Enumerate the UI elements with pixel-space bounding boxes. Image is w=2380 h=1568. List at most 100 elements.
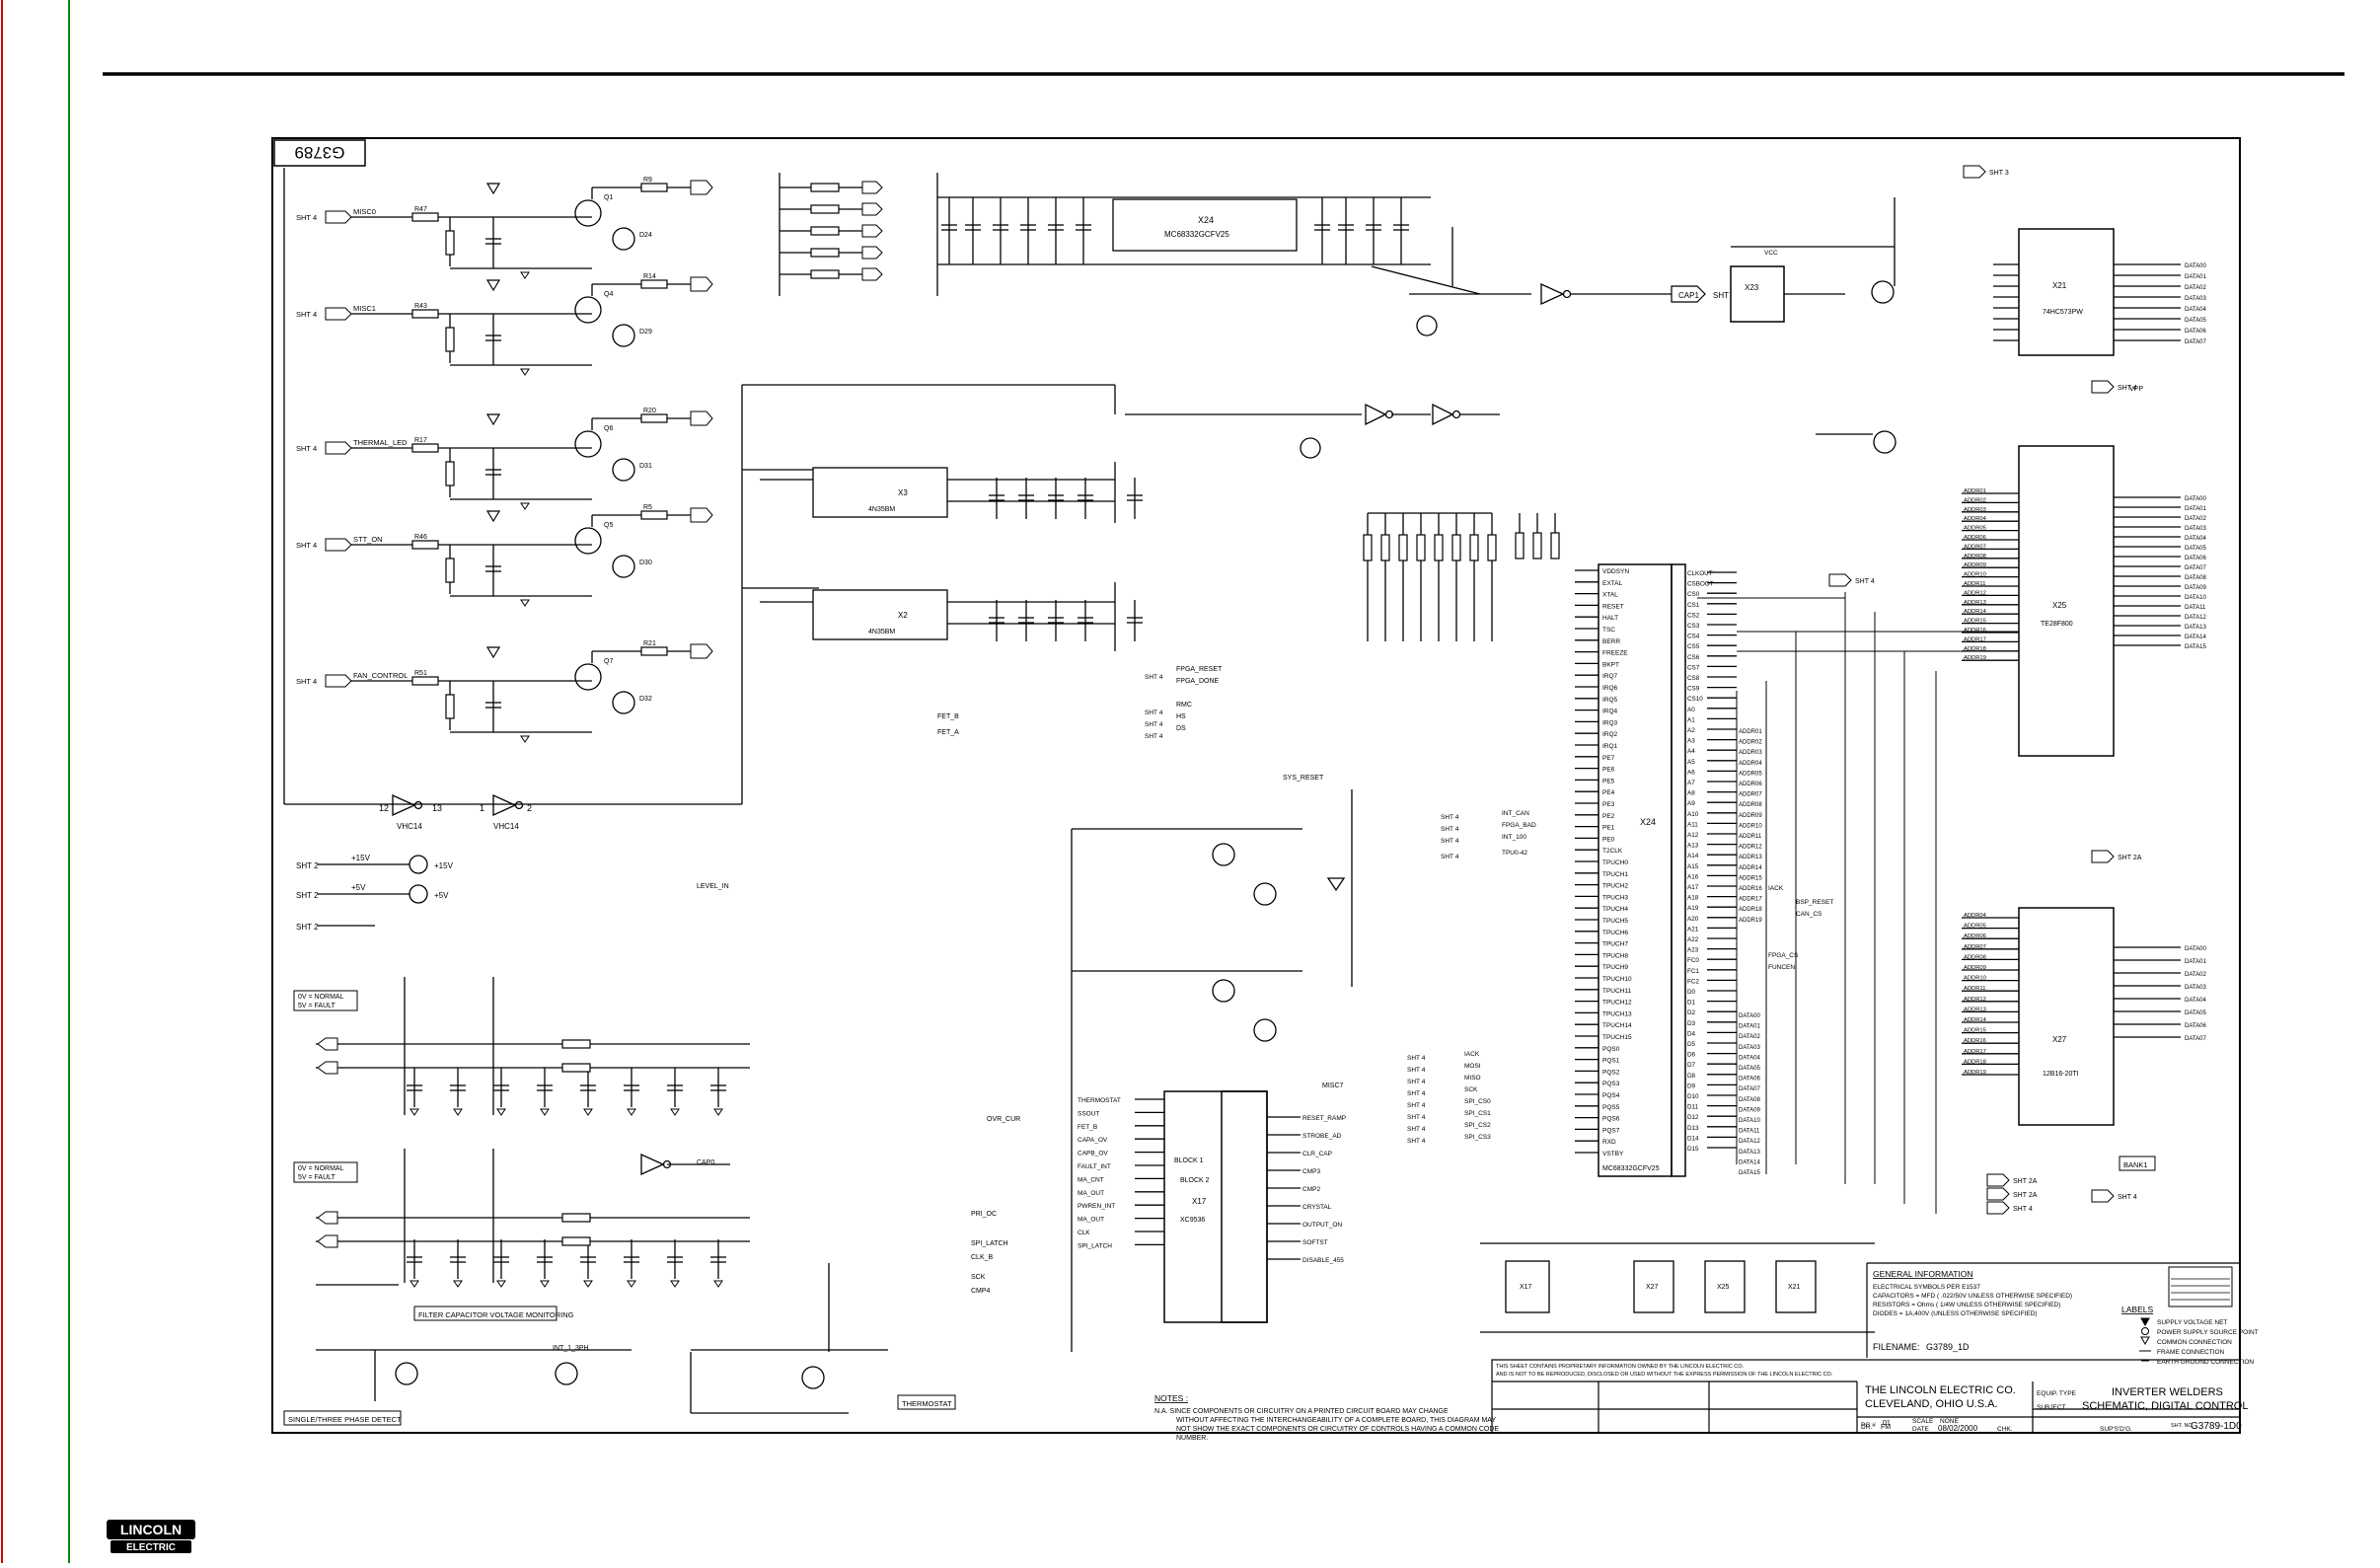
x21-data-label: DATA02 xyxy=(2185,285,2206,291)
led-icon xyxy=(612,324,635,347)
dr-label: DR. xyxy=(1861,1424,1872,1431)
x25-data-label: DATA15 xyxy=(2185,644,2206,650)
cpu-pin-label: A11 xyxy=(1687,821,1698,828)
filter-capacitors xyxy=(317,1037,726,1288)
diode-icon xyxy=(485,510,501,523)
common-icon xyxy=(520,735,530,743)
inverter-part-label: VHC14 xyxy=(397,822,422,831)
cpu-pin-label: A13 xyxy=(1687,843,1699,850)
cpu-pin-label: A4 xyxy=(1687,748,1695,755)
x27-address-label: ADDR08 xyxy=(1964,954,1986,960)
cpu-pin-label: A0 xyxy=(1687,707,1695,713)
resistor xyxy=(1380,534,1390,561)
legend-item-3: COMMON CONNECTION xyxy=(2157,1339,2232,1346)
resistor xyxy=(445,461,455,486)
x25-address-label: ADDR02 xyxy=(1964,497,1986,503)
data-net-label: DATA05 xyxy=(1739,1066,1760,1072)
address-net-label: ADDR19 xyxy=(1739,918,1762,924)
sht-flag xyxy=(2091,1189,2115,1203)
x27-address-label: ADDR05 xyxy=(1964,924,1986,930)
supsd-label: SUP'S'D'G. xyxy=(2100,1426,2132,1433)
labels-legend: LABELS SUPPLY VOLTAGE NET POWER SUPPLY S… xyxy=(2121,1266,2259,1366)
cpu-pin-label: CSBOOT xyxy=(1687,581,1714,588)
resistor-ref: R20 xyxy=(643,408,656,414)
x17-net-label: PWREN_INT xyxy=(1078,1203,1115,1210)
diode-icon xyxy=(485,279,501,292)
resistor-ref: R14 xyxy=(643,273,656,280)
transistor-ref: Q1 xyxy=(604,194,613,201)
transistor-icon xyxy=(574,527,602,555)
x17-net-label: CLK xyxy=(1078,1230,1090,1236)
net-flags: FPGA_RESETFPGA_DONERMCHSDSSYS_RESETFET_B… xyxy=(553,165,2143,1352)
svg-text:1: 1 xyxy=(480,803,484,813)
cpu-pin-label: BERR xyxy=(1602,638,1620,645)
sht-ref-label: SHT 4 xyxy=(1407,1114,1426,1121)
cpu-pin-label: CS6 xyxy=(1687,654,1700,661)
x21-data-label: DATA00 xyxy=(2185,263,2206,269)
cpu-pin-label: A17 xyxy=(1687,884,1699,891)
transistor-icon xyxy=(574,296,602,324)
chip-x2: X2 xyxy=(898,611,908,620)
cap1-circuit xyxy=(1409,227,1672,336)
cpu-pin-label: A22 xyxy=(1687,936,1699,943)
cpu-pin-labels: VDDSYNEXTALXTALRESETHALTTSCBERRFREEZEBKP… xyxy=(1575,568,1762,1176)
general-info-line-3: RESISTORS = Ohms ( 1/4W UNLESS OTHERWISE… xyxy=(1873,1302,2060,1308)
net-label: FPGA_DONE xyxy=(1176,678,1220,685)
led-icon xyxy=(612,555,635,578)
data-net-label: DATA01 xyxy=(1739,1024,1760,1030)
state-box-1: 0V = NORMAL 5V = FAULT xyxy=(293,990,358,1011)
cpu-pin-label: D7 xyxy=(1687,1062,1696,1069)
sht-ref-label: SHT 4 xyxy=(1407,1055,1426,1062)
thermostat-box-label: THERMOSTAT xyxy=(902,1399,952,1408)
notes-line-1: N.A. SINCE COMPONENTS OR CIRCUITRY ON A … xyxy=(1154,1408,1449,1415)
decoupling-row xyxy=(937,196,1481,295)
sht-ref-label: SHT 4 xyxy=(1407,1067,1426,1074)
address-net-label: ADDR16 xyxy=(1739,886,1762,892)
cpu-pin-label: TPUCH3 xyxy=(1602,894,1628,901)
phase-box-label: SINGLE/THREE PHASE DETECT xyxy=(288,1415,402,1424)
common-icon xyxy=(496,1108,506,1116)
cpu-pin-label: HALT xyxy=(1602,615,1618,622)
x25-address-label: ADDR06 xyxy=(1964,535,1986,541)
connector-flag xyxy=(317,1211,338,1225)
x27-data-label: DATA01 xyxy=(2185,959,2206,965)
channel-signal-label: STT_ON xyxy=(353,535,383,544)
net-label: HS xyxy=(1176,713,1186,720)
ic-row-x17: X17 xyxy=(1520,1284,1532,1291)
net-label: SYS_RESET xyxy=(1283,775,1324,782)
labels-heading: LABELS xyxy=(2121,1305,2153,1314)
resistor xyxy=(1515,532,1525,560)
address-net-label: ADDR13 xyxy=(1739,855,1762,860)
net-label: DS xyxy=(1176,725,1186,732)
pullup-resistors xyxy=(780,181,883,281)
resistor xyxy=(1532,532,1542,560)
x25-address-label: ADDR10 xyxy=(1964,572,1986,578)
data-net-label: DATA06 xyxy=(1739,1077,1760,1083)
cpu-output-net-label: BSP_RESET xyxy=(1796,899,1833,906)
address-net-label: ADDR10 xyxy=(1739,823,1762,829)
connector-flag xyxy=(861,224,883,238)
cpu-pin-label: CS8 xyxy=(1687,675,1700,682)
sht-ref-label: SHT 4 xyxy=(1441,838,1459,845)
legend-item-4: FRAME CONNECTION xyxy=(2157,1349,2225,1356)
channel-signal-label: THERMAL_LED xyxy=(353,438,408,447)
transistor-ref: Q5 xyxy=(604,522,613,529)
drawing-tag-text: G3789 xyxy=(294,143,344,162)
x21-data-label: DATA03 xyxy=(2185,296,2206,302)
resistor xyxy=(810,226,840,236)
resistor xyxy=(640,183,668,192)
scale-value: NONE xyxy=(1940,1418,1959,1425)
ic-power-row xyxy=(1480,1242,1875,1333)
x21-pins: DATA00DATA01DATA02DATA03DATA04DATA05DATA… xyxy=(1993,263,2206,345)
chip-x21-body xyxy=(2018,228,2115,356)
resistor xyxy=(640,413,668,423)
inverter-row xyxy=(392,793,524,817)
cpu-pin-label: CS3 xyxy=(1687,623,1700,630)
x25-address-label: ADDR19 xyxy=(1964,655,1986,661)
cpu-pin-label: A14 xyxy=(1687,853,1699,859)
cpu-pin-label: D1 xyxy=(1687,1000,1696,1007)
cpu-pin-label: TPUCH7 xyxy=(1602,941,1628,948)
resistor xyxy=(411,443,439,453)
